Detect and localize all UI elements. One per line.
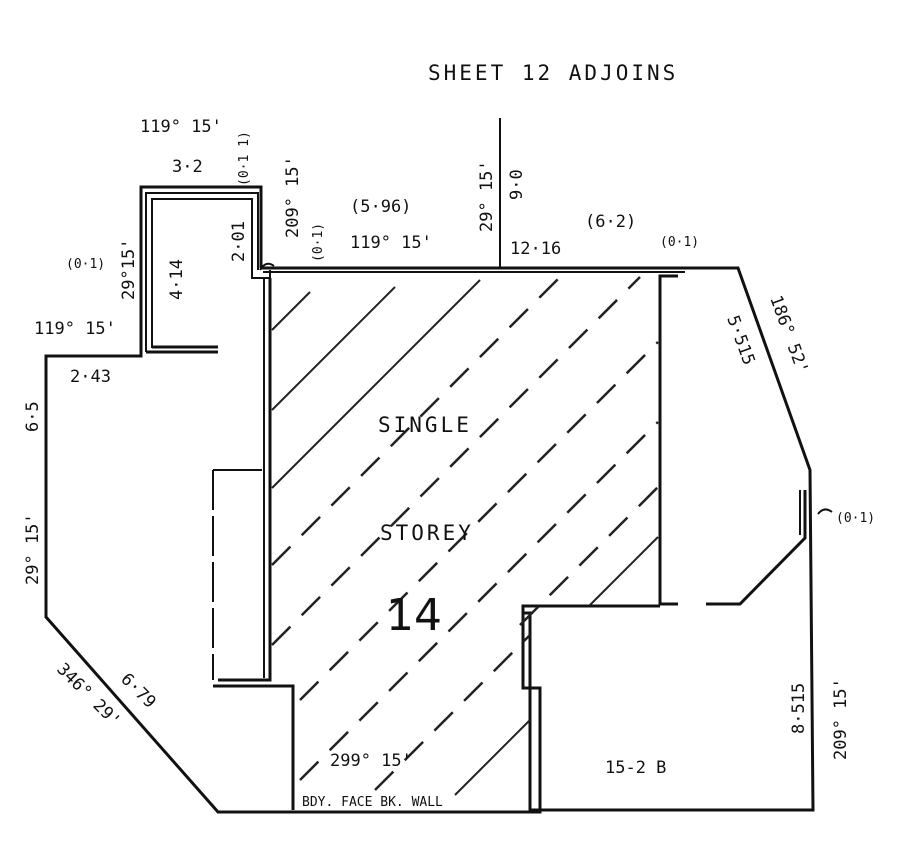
lot-reference: 15-2 B xyxy=(605,758,666,778)
dim-top-left-length: 3·2 xyxy=(172,157,203,177)
dim-bearing-119-left: 119° 15' xyxy=(34,319,116,339)
dim-width-2-01: 2·01 xyxy=(229,221,249,262)
dim-length-9-0: 9·0 xyxy=(507,169,527,200)
wall-inner-line xyxy=(145,192,259,352)
dim-top-left-bearing: 119° 15' xyxy=(140,117,222,137)
dim-offset-top: (0·1 1) xyxy=(237,131,252,186)
dim-length-8-515: 8·515 xyxy=(789,683,809,734)
dim-length-12-16: 12·16 xyxy=(510,239,561,259)
lot-number: 14 xyxy=(386,590,442,641)
dim-bearing-29-lower: 29° 15' xyxy=(23,513,43,585)
dim-offset-right: (0·1) xyxy=(836,511,875,526)
building-wall-notch xyxy=(521,604,660,613)
sheet-adjoins-note: SHEET 12 ADJOINS xyxy=(428,61,678,85)
building-wall-right xyxy=(658,274,678,606)
dim-bearing-29-top: 29° 15' xyxy=(477,160,497,232)
building-wall-diag xyxy=(706,490,807,606)
dim-length-6-5: 6·5 xyxy=(23,401,43,432)
building-wall-bottom-left xyxy=(213,684,295,810)
dim-bearing-299: 299° 15' xyxy=(330,751,412,771)
hatching xyxy=(271,276,659,796)
dim-offset-right-top: (0·1) xyxy=(660,235,699,250)
tick-mark-right xyxy=(817,508,833,515)
boundary-wall-note: BDY. FACE BK. WALL xyxy=(302,795,443,810)
dim-bearing-29-left: 29°15' xyxy=(119,239,139,300)
dim-bearing-209-right: 209° 15' xyxy=(831,678,851,760)
dim-length-5-96: (5·96) xyxy=(350,197,411,217)
area-label-storey: STOREY xyxy=(380,521,474,545)
dim-offset-small: (0·1) xyxy=(311,223,326,262)
dim-length-5-515: 5·515 xyxy=(722,313,758,368)
area-label-single: SINGLE xyxy=(378,413,472,437)
building-wall-left xyxy=(218,278,272,682)
dim-bearing-209-top: 209° 15' xyxy=(283,156,303,238)
dim-length-4-14: 4·14 xyxy=(167,259,187,300)
dim-length-6-2: (6·2) xyxy=(585,212,636,232)
dim-length-2-43: 2·43 xyxy=(70,367,111,387)
wall-inner-line-2 xyxy=(151,198,271,348)
dim-bearing-top-mid: 119° 15' xyxy=(350,233,432,253)
lot-boundary xyxy=(44,185,815,814)
tick-mark xyxy=(259,262,275,271)
dim-offset-left: (0·1) xyxy=(66,257,105,272)
